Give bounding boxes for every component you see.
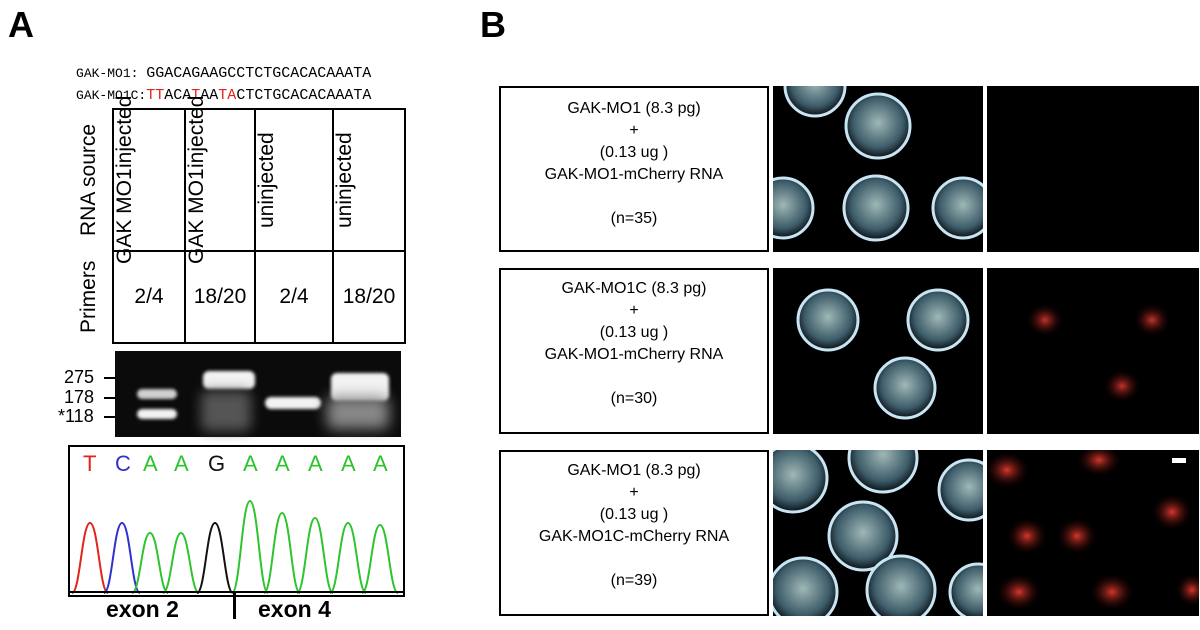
base-call-a: A (243, 451, 258, 476)
base-call-c: C (115, 451, 131, 476)
brightfield-image (773, 450, 983, 616)
condition-line: GAK-MO1C-mCherry RNA (538, 528, 730, 545)
ladder-label: 275 (64, 367, 95, 387)
sample-count: (n=30) (610, 390, 658, 407)
trace-peak (71, 521, 109, 594)
sequence-gak-mo1c: GAK-MO1C:TTACATAATACTCTGCACACAAATA (58, 70, 371, 104)
table-cell-source: uninjected (332, 108, 406, 252)
trace-peak (196, 521, 234, 594)
exon-junction-marker (233, 592, 236, 619)
condition-line: + (629, 484, 639, 501)
gel-image (115, 351, 401, 437)
gel-band (137, 409, 177, 419)
trace-peak (162, 531, 200, 594)
gel-band (265, 397, 321, 409)
sequence-text: CTCTGCACACAAATA (236, 87, 372, 104)
chromatogram-traces (71, 499, 399, 594)
base-call-a: A (143, 451, 158, 476)
condition-box: GAK-MO1 (8.3 pg) + (0.13 ug ) GAK-MO1C-m… (499, 450, 769, 616)
exon-left-label: exon 2 (106, 596, 179, 622)
mismatch-bases: TT (146, 87, 165, 104)
condition-line: GAK-MO1-mCherry RNA (544, 346, 724, 363)
exon-right-label: exon 4 (258, 596, 331, 622)
table-cell-source: uninjected (254, 108, 334, 252)
sequence-gak-mo1: GAK-MO1: GGACAGAAGCCTCTGCACACAAATA (58, 48, 371, 82)
fluorescence-image (987, 86, 1199, 252)
base-call-a: A (373, 451, 388, 476)
base-call-g: G (208, 451, 226, 476)
ladder-label: *118 (58, 406, 94, 426)
trace-peak (103, 521, 141, 594)
base-call-a: A (341, 451, 356, 476)
cell-text: injected (185, 95, 208, 169)
table-cell-primers: 2/4 (254, 250, 334, 344)
sample-count: (n=39) (610, 572, 658, 589)
sequence-label: GAK-MO1: (76, 66, 147, 81)
condition-line: GAK-MO1 (8.3 pg) (567, 100, 701, 117)
gel-band (331, 373, 389, 401)
gel-band (137, 389, 177, 399)
sequence-text: AA (200, 87, 219, 104)
condition-line: GAK-MO1 (8.3 pg) (567, 462, 701, 479)
condition-line: (0.13 ug ) (599, 324, 669, 341)
fluorescence-image (987, 450, 1199, 616)
gel-smear (201, 391, 251, 431)
ladder-tick (104, 416, 116, 418)
row-header-primers: Primers (77, 251, 113, 343)
condition-line: + (629, 302, 639, 319)
brightfield-image (773, 268, 983, 434)
condition-line: GAK-MO1-mCherry RNA (544, 166, 724, 183)
sample-count: (n=35) (610, 210, 658, 227)
base-call-a: A (308, 451, 323, 476)
trace-peak (296, 516, 334, 594)
cell-text: injected (113, 95, 136, 169)
panel-b-label: B (480, 4, 506, 45)
trace-peak (263, 511, 301, 594)
table-cell-primers: 18/20 (184, 250, 256, 344)
mismatch-bases: T (191, 87, 201, 104)
condition-box: GAK-MO1C (8.3 pg) + (0.13 ug ) GAK-MO1-m… (499, 268, 769, 434)
sequence-text: GGACAGAAGCCTCTGCACACAAATA (146, 65, 372, 82)
condition-line: + (629, 122, 639, 139)
base-call-a: A (174, 451, 189, 476)
sequence-text: ACA (164, 87, 192, 104)
trace-peak (131, 531, 169, 594)
table-cell-primers: 18/20 (332, 250, 406, 344)
condition-line: (0.13 ug ) (599, 506, 669, 523)
panel-a-label: A (8, 4, 34, 45)
table-cell-primers: 2/4 (112, 250, 186, 344)
cell-text: uninjected (333, 132, 356, 228)
brightfield-image (773, 86, 983, 252)
cell-text: uninjected (255, 132, 278, 228)
condition-line: (0.13 ug ) (599, 144, 669, 161)
row-header-label: RNA source (77, 123, 100, 237)
trace-peak (231, 499, 269, 594)
ladder-tick (104, 397, 116, 399)
fluorescence-image (987, 268, 1199, 434)
trace-peak (361, 523, 399, 594)
cell-text: GAK MO1 (185, 168, 208, 265)
base-call-t: T (83, 451, 97, 476)
scale-bar (1172, 458, 1186, 463)
gel-smear (327, 397, 389, 429)
condition-line: GAK-MO1C (8.3 pg) (561, 280, 707, 297)
base-call-a: A (275, 451, 290, 476)
trace-peak (329, 521, 367, 594)
cell-text: GAK MO1 (113, 168, 136, 265)
gel-band (203, 371, 255, 389)
ladder-label: 178 (64, 387, 95, 407)
mismatch-bases: TA (218, 87, 237, 104)
row-header-label: Primers (77, 260, 100, 334)
sequence-label: GAK-MO1C: (76, 88, 147, 103)
ladder-tick (104, 377, 116, 379)
row-header-rna-source: RNA source (77, 109, 113, 251)
condition-box: GAK-MO1 (8.3 pg) + (0.13 ug ) GAK-MO1-mC… (499, 86, 769, 252)
